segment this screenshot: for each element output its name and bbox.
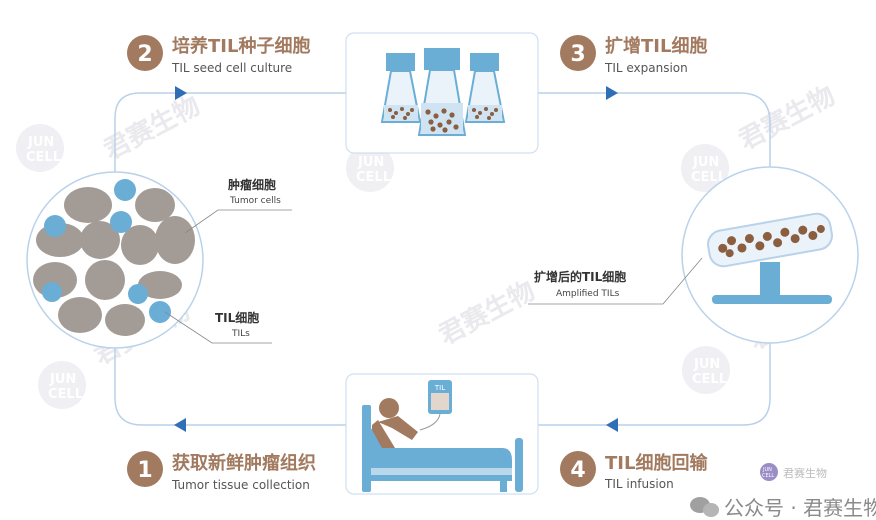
svg-text:Amplified TILs: Amplified TILs (556, 289, 620, 299)
svg-text:CELL: CELL (48, 387, 83, 402)
loop-segment-2-3 (538, 92, 771, 168)
arrow-right-icon (606, 86, 618, 100)
til-cells (42, 179, 171, 323)
svg-text:JUN: JUN (27, 135, 54, 150)
step-1-subtitle: Tumor tissue collection (171, 478, 310, 492)
wechat-icon (690, 497, 719, 517)
svg-text:JUN: JUN (762, 467, 772, 473)
loop-segment-4-1 (114, 348, 346, 426)
svg-text:3: 3 (570, 42, 585, 67)
tumor-cells (33, 187, 195, 336)
til-infusion-bag-icon: TIL (419, 380, 452, 431)
svg-text:1: 1 (137, 458, 152, 483)
tumor-tissue-illustration (26, 171, 204, 349)
step-1-header: 1 获取新鲜肿瘤组织 Tumor tissue collection (127, 451, 316, 492)
flask-icon (417, 48, 467, 136)
step-4-header: 4 TIL细胞回输 TIL infusion (560, 451, 708, 491)
svg-text:JUN: JUN (49, 372, 76, 387)
step-2-subtitle: TIL seed cell culture (171, 61, 292, 75)
expansion-bioreactor-illustration (681, 166, 859, 344)
arrow-left-icon (174, 418, 186, 432)
juncell-logo: JUN CELL (760, 463, 778, 481)
step-3-title: 扩增TIL细胞 (605, 35, 707, 57)
patient-in-bed-icon (362, 398, 523, 492)
arrow-left-icon (606, 418, 618, 432)
svg-text:CELL: CELL (762, 473, 774, 479)
amplified-cells (718, 225, 825, 258)
infusion-bed-box: TIL (345, 373, 539, 495)
step-2-header: 2 培养TIL种子细胞 TIL seed cell culture (127, 35, 310, 75)
watermark-text: 君赛生物 (734, 80, 840, 156)
svg-text:CELL: CELL (692, 372, 727, 387)
step-1-title: 获取新鲜肿瘤组织 (172, 452, 316, 474)
step-3-subtitle: TIL expansion (604, 61, 688, 75)
cultured-cells (388, 107, 498, 133)
svg-text:君赛生物: 君赛生物 (783, 466, 827, 480)
step-2-title: 培养TIL种子细胞 (172, 35, 310, 57)
svg-text:CELL: CELL (691, 170, 726, 185)
svg-text:JUN: JUN (357, 155, 384, 170)
arrow-right-icon (175, 86, 187, 100)
step-4-title: TIL细胞回输 (605, 452, 708, 474)
svg-text:4: 4 (570, 458, 585, 483)
svg-text:TIL: TIL (434, 384, 445, 392)
svg-text:Tumor cells: Tumor cells (229, 196, 281, 206)
svg-text:JUN: JUN (692, 155, 719, 170)
svg-text:CELL: CELL (356, 170, 391, 185)
svg-text:2: 2 (137, 42, 152, 67)
flow-arrows (174, 86, 618, 432)
svg-text:扩增后的TIL细胞: 扩增后的TIL细胞 (534, 269, 626, 284)
seed-culture-flasks-box (345, 32, 539, 154)
svg-text:肿瘤细胞: 肿瘤细胞 (228, 177, 276, 192)
svg-text:CELL: CELL (26, 150, 61, 165)
loop-segment-1-2 (114, 92, 346, 172)
watermark-text: 君赛生物 (434, 275, 540, 351)
cycle-loop (114, 92, 771, 426)
wechat-account-footer: 公众号 · 君赛生物 JUN CELL 君赛生物 (690, 463, 876, 520)
step-3-header: 3 扩增TIL细胞 TIL expansion (560, 35, 707, 75)
svg-text:公众号 · 君赛生物: 公众号 · 君赛生物 (724, 496, 876, 520)
loop-segment-3-4 (538, 343, 771, 426)
svg-text:JUN: JUN (693, 357, 720, 372)
svg-text:TIL细胞: TIL细胞 (215, 310, 259, 325)
tils-callout: TIL细胞 TILs (164, 310, 272, 344)
amplified-tils-callout: 扩增后的TIL细胞 Amplified TILs (528, 257, 703, 305)
tumor-cells-callout: 肿瘤细胞 Tumor cells (184, 177, 292, 234)
svg-text:TILs: TILs (231, 329, 250, 339)
step-4-subtitle: TIL infusion (604, 477, 674, 491)
